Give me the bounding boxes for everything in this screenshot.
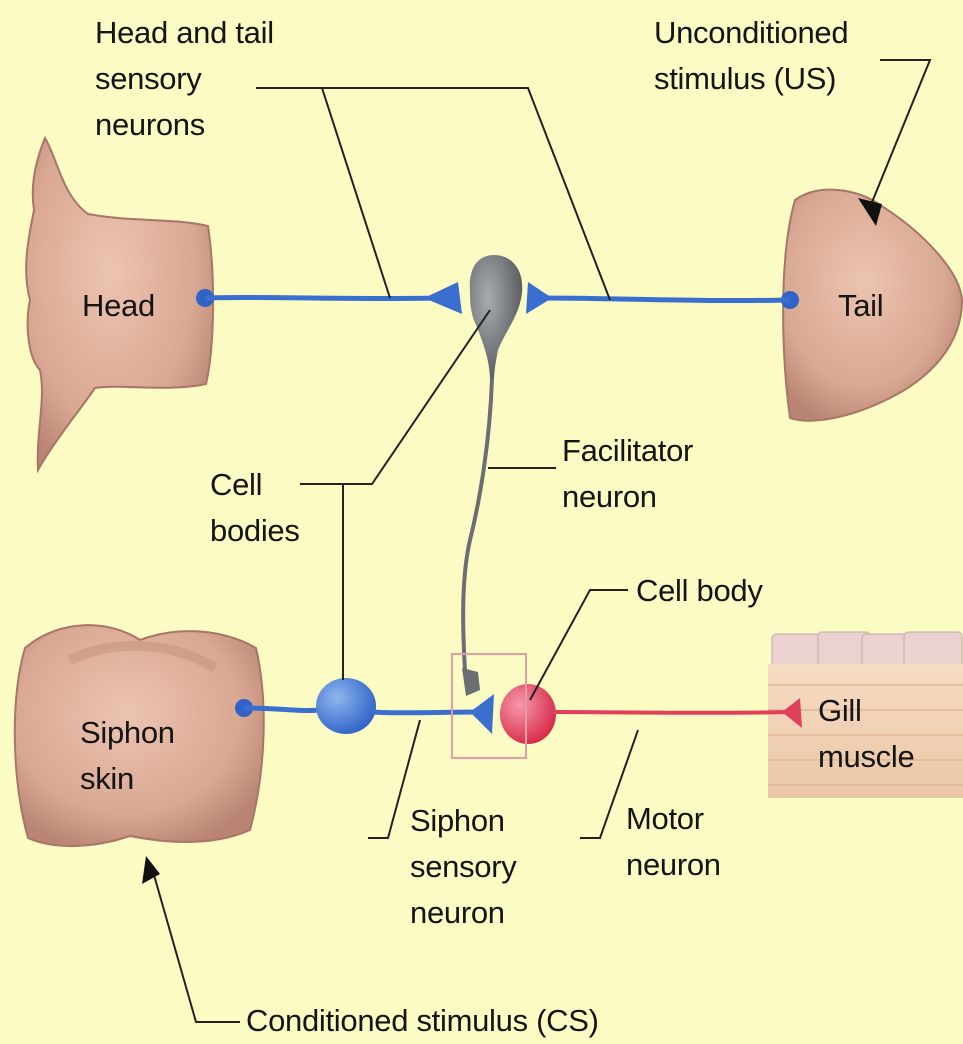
leader-head-tail-sensory xyxy=(256,88,610,300)
arrow-cs-icon xyxy=(142,856,160,884)
label-siphon-sensory-neuron: Siphon sensory neuron xyxy=(410,798,516,936)
leader-cs xyxy=(152,868,240,1022)
label-facilitator-neuron: Facilitator neuron xyxy=(562,428,693,520)
siphon-sensory-neuron xyxy=(235,678,494,734)
label-conditioned-stimulus: Conditioned stimulus (CS) xyxy=(246,998,599,1044)
label-gill-muscle: Gill muscle xyxy=(818,688,914,780)
label-head: Head xyxy=(82,283,155,329)
motor-neuron xyxy=(500,684,802,744)
tail-sensory-neuron xyxy=(526,282,799,314)
label-head-tail-sensory-neurons: Head and tail sensory neurons xyxy=(95,10,274,148)
leader-head-tail-sensory-branch xyxy=(322,88,390,298)
label-cell-bodies: Cell bodies xyxy=(210,462,300,554)
facilitator-neuron xyxy=(462,255,522,696)
leader-cell-bodies xyxy=(300,310,490,484)
label-siphon-skin: Siphon skin xyxy=(80,710,175,802)
label-motor-neuron: Motor neuron xyxy=(626,796,721,888)
label-tail: Tail xyxy=(838,283,883,329)
leader-us xyxy=(868,60,930,212)
leader-cell-body xyxy=(530,590,628,700)
label-cell-body: Cell body xyxy=(636,568,763,614)
head-sensory-neuron xyxy=(196,282,462,314)
label-unconditioned-stimulus: Unconditioned stimulus (US) xyxy=(654,10,848,102)
